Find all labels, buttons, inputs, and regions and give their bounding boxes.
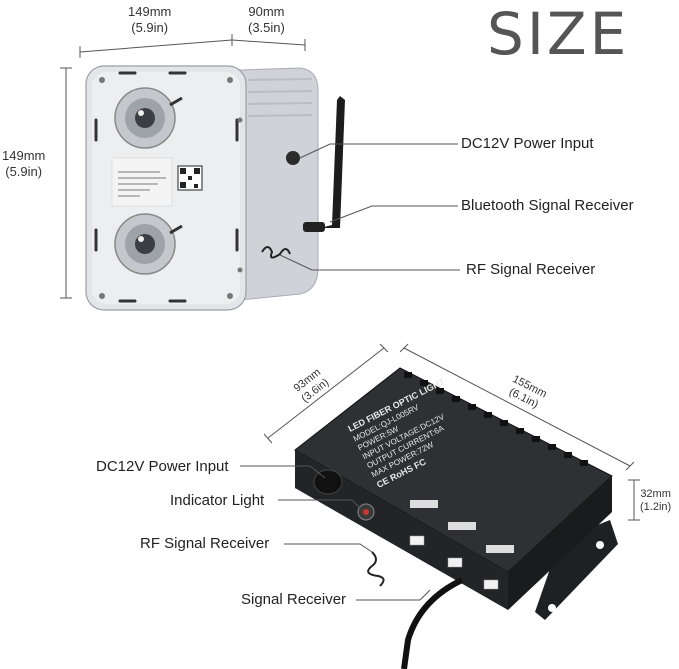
callout-signal-receiver: Signal Receiver <box>241 591 347 608</box>
top-height-dimension: 149mm (5.9in) <box>2 148 45 180</box>
top-depth-mm: 90mm <box>248 4 285 19</box>
bottom-height-in: (1.2in) <box>640 501 672 513</box>
controller-unit: LED FIBER OPTIC LIGHT MODEL:QJ-L005RV PO… <box>294 367 618 669</box>
callout-rf-receiver-bottom: RF Signal Receiver <box>140 535 270 552</box>
callout-dc-power-input-top: DC12V Power Input <box>461 135 594 152</box>
top-callout-leaders <box>279 143 460 271</box>
top-depth-in: (3.5in) <box>248 20 285 35</box>
callout-indicator-light: Indicator Light <box>170 492 265 509</box>
top-height-in: (5.9in) <box>5 164 43 179</box>
top-width-mm: 149mm <box>128 4 172 19</box>
bottom-height-dimension: 32mm (1.2in) <box>640 488 671 514</box>
bottom-height-mm: 32mm <box>640 488 671 500</box>
top-dimension-lines <box>60 34 306 299</box>
bottom-dimension-lines <box>263 343 640 521</box>
top-depth-dimension: 90mm (3.5in) <box>248 4 285 36</box>
callout-bluetooth-receiver: Bluetooth Signal Receiver <box>461 197 634 214</box>
light-engine-unit <box>85 65 345 311</box>
bottom-callout-leaders <box>240 465 431 601</box>
callout-rf-receiver-top: RF Signal Receiver <box>466 261 596 278</box>
top-width-dimension: 149mm (5.9in) <box>128 4 171 36</box>
top-height-mm: 149mm <box>2 148 46 163</box>
callout-dc-power-input-bottom: DC12V Power Input <box>96 458 229 475</box>
top-width-in: (5.9in) <box>131 20 169 35</box>
page-title: SIZE <box>487 0 630 68</box>
